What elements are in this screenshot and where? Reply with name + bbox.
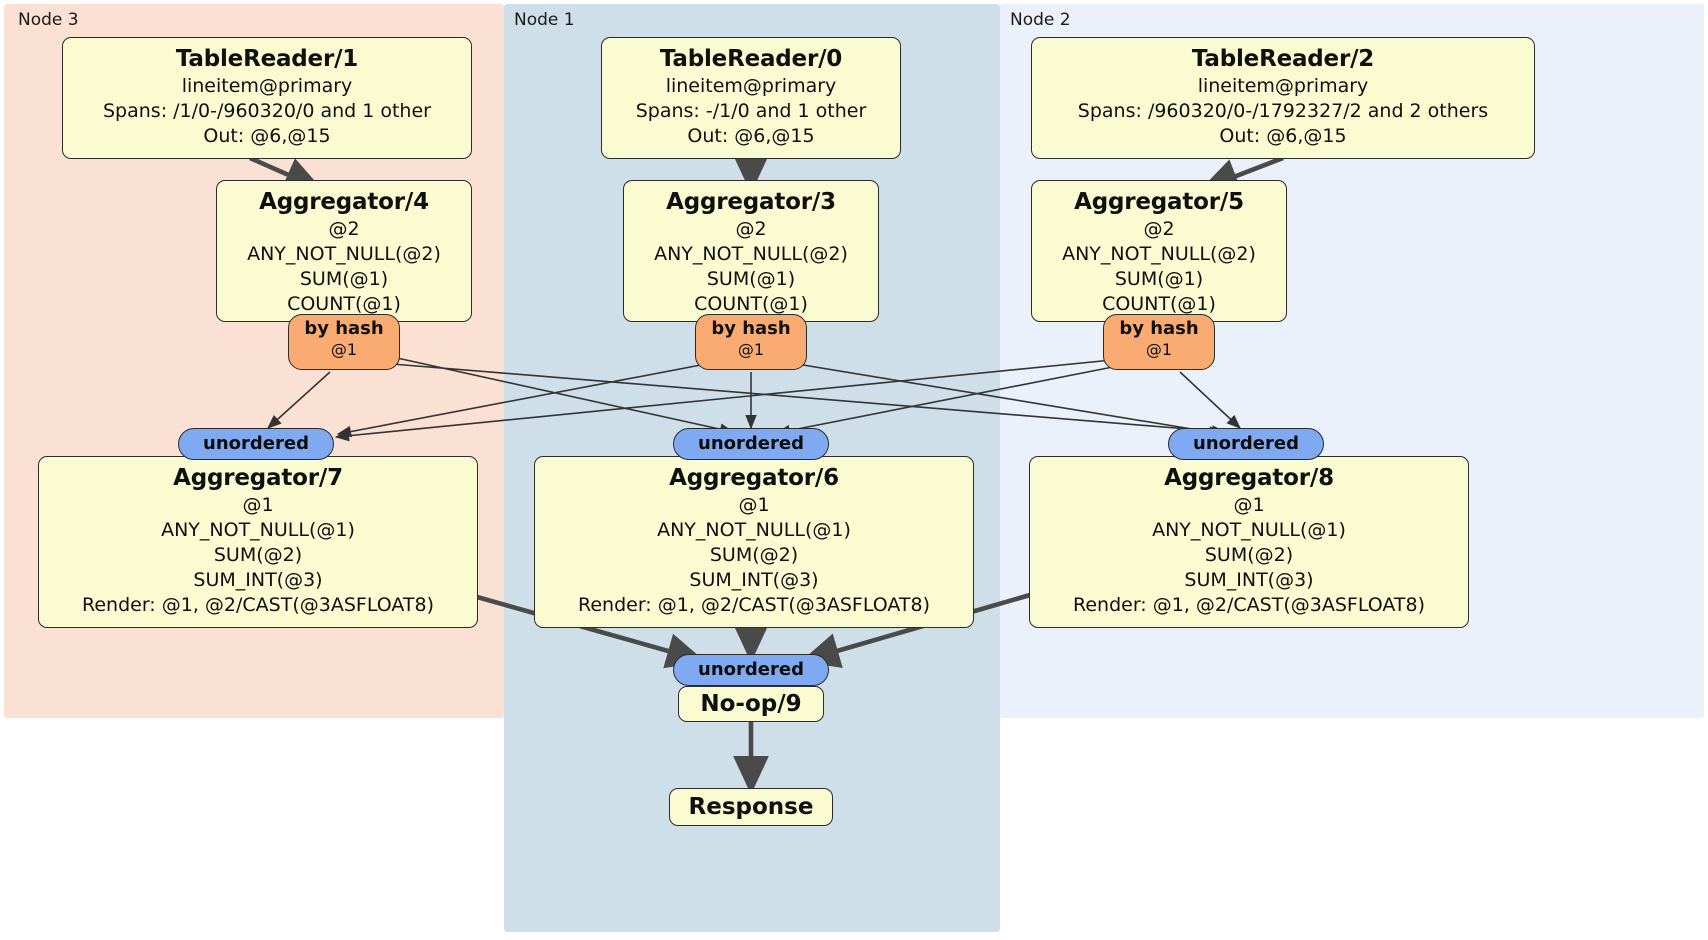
processor-table-reader-1[interactable]: TableReader/1 lineitem@primary Spans: /1… xyxy=(62,37,472,159)
processor-line: SUM_INT(@3) xyxy=(1184,568,1314,591)
processor-line: Spans: -/1/0 and 1 other xyxy=(635,100,867,123)
processor-line: lineitem@primary xyxy=(665,75,837,98)
processor-aggregator-6[interactable]: Aggregator/6 @1 ANY_NOT_NULL(@1) SUM(@2)… xyxy=(534,456,974,628)
processor-line: SUM(@1) xyxy=(299,268,389,291)
processor-title: Aggregator/6 xyxy=(669,465,839,491)
processor-line: COUNT(@1) xyxy=(694,292,808,315)
processor-line: @1 xyxy=(1233,494,1265,517)
processor-no-op-9[interactable]: No-op/9 xyxy=(678,686,824,722)
processor-title: TableReader/2 xyxy=(1191,46,1375,72)
processor-title: TableReader/0 xyxy=(659,46,843,72)
processor-line: Spans: /960320/0-/1792327/2 and 2 others xyxy=(1077,100,1489,123)
router-by-hash-right[interactable]: by hash @1 xyxy=(1103,314,1215,370)
processor-line: Render: @1, @2/CAST(@3ASFLOAT8) xyxy=(578,593,930,616)
processor-line: @1 xyxy=(242,494,274,517)
processor-line: SUM(@1) xyxy=(1114,268,1204,291)
router-label: by hash xyxy=(1119,318,1199,339)
node-label-node1: Node 1 xyxy=(514,10,575,30)
router-label: by hash xyxy=(304,318,384,339)
processor-line: SUM(@2) xyxy=(1204,544,1294,567)
processor-aggregator-3[interactable]: Aggregator/3 @2 ANY_NOT_NULL(@2) SUM(@1)… xyxy=(623,180,879,322)
processor-line: ANY_NOT_NULL(@1) xyxy=(657,519,851,542)
processor-aggregator-8[interactable]: Aggregator/8 @1 ANY_NOT_NULL(@1) SUM(@2)… xyxy=(1029,456,1469,628)
processor-aggregator-7[interactable]: Aggregator/7 @1 ANY_NOT_NULL(@1) SUM(@2)… xyxy=(38,456,478,628)
processor-line: SUM_INT(@3) xyxy=(193,568,323,591)
processor-line: ANY_NOT_NULL(@2) xyxy=(247,243,441,266)
processor-line: Spans: /1/0-/960320/0 and 1 other xyxy=(103,100,431,123)
processor-line: Render: @1, @2/CAST(@3ASFLOAT8) xyxy=(1073,593,1425,616)
processor-line: ANY_NOT_NULL(@2) xyxy=(654,243,848,266)
router-unordered-center[interactable]: unordered xyxy=(673,428,829,460)
router-label: unordered xyxy=(203,433,309,454)
processor-line: SUM_INT(@3) xyxy=(689,568,819,591)
processor-line: SUM(@1) xyxy=(706,268,796,291)
processor-title: TableReader/1 xyxy=(175,46,359,72)
processor-line: @2 xyxy=(1143,218,1175,241)
router-by-hash-center[interactable]: by hash @1 xyxy=(695,314,807,370)
router-label: unordered xyxy=(698,659,804,680)
processor-line: Render: @1, @2/CAST(@3ASFLOAT8) xyxy=(82,593,434,616)
processor-line: ANY_NOT_NULL(@1) xyxy=(161,519,355,542)
router-column: @1 xyxy=(1145,339,1173,359)
processor-line: SUM(@2) xyxy=(213,544,303,567)
router-label: unordered xyxy=(698,433,804,454)
processor-line: COUNT(@1) xyxy=(287,292,401,315)
processor-title: Aggregator/7 xyxy=(173,465,343,491)
processor-title: Aggregator/4 xyxy=(259,189,429,215)
processor-line: ANY_NOT_NULL(@1) xyxy=(1152,519,1346,542)
router-label: by hash xyxy=(711,318,791,339)
processor-line: ANY_NOT_NULL(@2) xyxy=(1062,243,1256,266)
node-label-node3: Node 3 xyxy=(18,10,79,30)
processor-title: Aggregator/5 xyxy=(1074,189,1244,215)
router-unordered-left[interactable]: unordered xyxy=(178,428,334,460)
processor-title: No-op/9 xyxy=(700,691,802,717)
processor-line: Out: @6,@15 xyxy=(203,125,331,148)
processor-aggregator-4[interactable]: Aggregator/4 @2 ANY_NOT_NULL(@2) SUM(@1)… xyxy=(216,180,472,322)
router-by-hash-left[interactable]: by hash @1 xyxy=(288,314,400,370)
processor-title: Response xyxy=(688,794,814,820)
processor-line: lineitem@primary xyxy=(181,75,353,98)
node-label-node2: Node 2 xyxy=(1010,10,1071,30)
processor-response[interactable]: Response xyxy=(669,788,833,826)
processor-line: Out: @6,@15 xyxy=(687,125,815,148)
processor-table-reader-0[interactable]: TableReader/0 lineitem@primary Spans: -/… xyxy=(601,37,901,159)
processor-line: @2 xyxy=(735,218,767,241)
router-unordered-final[interactable]: unordered xyxy=(673,654,829,686)
processor-aggregator-5[interactable]: Aggregator/5 @2 ANY_NOT_NULL(@2) SUM(@1)… xyxy=(1031,180,1287,322)
processor-table-reader-2[interactable]: TableReader/2 lineitem@primary Spans: /9… xyxy=(1031,37,1535,159)
processor-line: SUM(@2) xyxy=(709,544,799,567)
router-column: @1 xyxy=(330,339,358,359)
processor-line: Out: @6,@15 xyxy=(1219,125,1347,148)
processor-line: lineitem@primary xyxy=(1197,75,1369,98)
processor-line: COUNT(@1) xyxy=(1102,292,1216,315)
processor-line: @2 xyxy=(328,218,360,241)
router-column: @1 xyxy=(737,339,765,359)
router-label: unordered xyxy=(1193,433,1299,454)
processor-line: @1 xyxy=(738,494,770,517)
processor-title: Aggregator/3 xyxy=(666,189,836,215)
processor-title: Aggregator/8 xyxy=(1164,465,1334,491)
router-unordered-right[interactable]: unordered xyxy=(1168,428,1324,460)
